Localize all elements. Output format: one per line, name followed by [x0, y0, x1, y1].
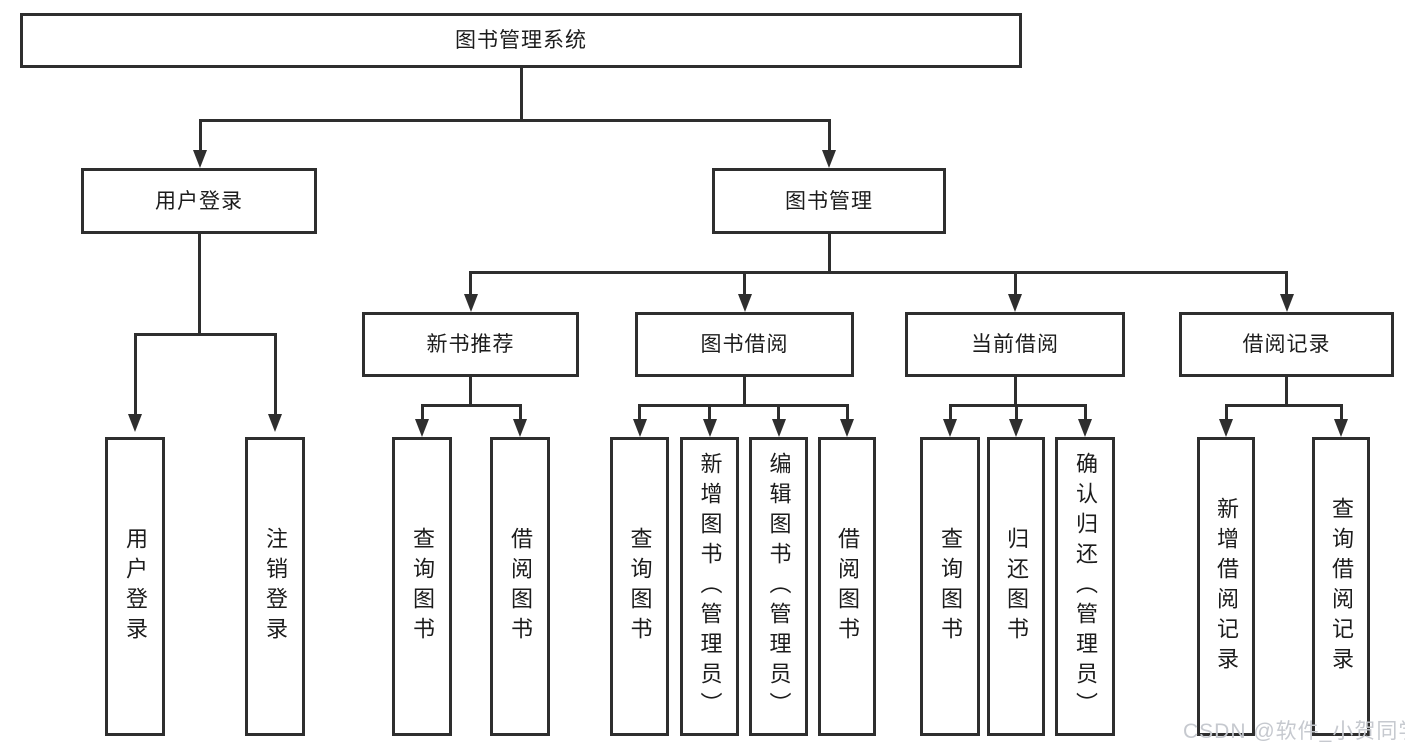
- arrowhead-icon: [702, 419, 717, 437]
- csdn-watermark: CSDN @软件_小贺同学: [1183, 720, 1405, 743]
- connector-l2-stub-left: [198, 119, 202, 152]
- connector-userlogin-stub-1: [133, 333, 137, 416]
- arrowhead-icon: [1334, 419, 1348, 437]
- connector-newbooks-stub-2: [518, 404, 522, 421]
- node-leaf-logout: 注销登录: [245, 437, 305, 736]
- arrowhead-icon: [193, 150, 207, 168]
- arrowhead-icon: [1279, 294, 1294, 312]
- connector-l2-stub-right: [827, 119, 831, 152]
- node-borrow-records-label: 借阅记录: [1242, 333, 1331, 356]
- arrowhead-icon: [128, 414, 142, 432]
- connector-currentborrow-stub-2: [1014, 404, 1018, 421]
- node-new-books: 新书推荐: [362, 312, 579, 377]
- node-leaf-currentborrow-return: 归还图书: [987, 437, 1045, 736]
- connector-bookborrow-stub-3: [777, 404, 780, 421]
- node-book-borrow-label: 图书借阅: [700, 333, 789, 356]
- node-root-label: 图书管理系统: [455, 29, 587, 52]
- connector-bookborrow-stem: [743, 377, 746, 407]
- connector-bookborrow-stub-4: [845, 404, 849, 421]
- node-leaf-bookborrow-add-label: 新增图书（管理员）: [697, 451, 723, 722]
- arrowhead-icon: [737, 294, 752, 312]
- node-current-borrow-label: 当前借阅: [971, 333, 1059, 356]
- node-leaf-borrowrecords-query: 查询借阅记录: [1312, 437, 1370, 736]
- node-leaf-currentborrow-confirm-label: 确认归还（管理员）: [1073, 451, 1098, 722]
- connector-bookborrow-spreader: [638, 404, 848, 407]
- node-user-login-label: 用户登录: [155, 189, 243, 213]
- connector-borrowrecords-stem: [1285, 377, 1288, 407]
- arrowhead-icon: [771, 419, 786, 437]
- connector-currentborrow-stem: [1013, 377, 1017, 407]
- arrowhead-icon: [822, 150, 836, 168]
- arrowhead-icon: [415, 419, 429, 437]
- connector-borrowrecords-stub-2: [1339, 404, 1343, 421]
- node-current-borrow: 当前借阅: [905, 312, 1125, 377]
- connector-l2-spreader: [198, 119, 831, 122]
- arrowhead-icon: [268, 414, 282, 432]
- node-leaf-currentborrow-confirm: 确认归还（管理员）: [1055, 437, 1115, 736]
- arrowhead-icon: [1009, 419, 1023, 437]
- node-leaf-bookborrow-query-label: 查询图书: [627, 526, 653, 647]
- connector-userlogin-stub-2: [273, 333, 277, 416]
- node-borrow-records: 借阅记录: [1179, 312, 1394, 377]
- node-leaf-newbooks-query: 查询图书: [392, 437, 452, 736]
- node-user-login: 用户登录: [81, 168, 317, 234]
- connector-currentborrow-stub-3: [1083, 404, 1087, 421]
- connector-bookborrow-stub-2: [708, 404, 711, 421]
- node-leaf-bookborrow-edit: 编辑图书（管理员）: [749, 437, 808, 736]
- node-leaf-bookborrow-add: 新增图书（管理员）: [680, 437, 739, 736]
- connector-l3-stub-1: [469, 271, 472, 296]
- arrowhead-icon: [1008, 294, 1022, 312]
- node-root: 图书管理系统: [20, 13, 1022, 68]
- connector-l3-stub-2: [743, 271, 746, 296]
- node-leaf-currentborrow-return-label: 归还图书: [1004, 526, 1029, 647]
- connector-l3-stub-3: [1013, 271, 1017, 296]
- connector-l3-stub-4: [1285, 271, 1288, 296]
- node-leaf-borrowrecords-query-label: 查询借阅记录: [1329, 496, 1354, 677]
- arrowhead-icon: [1219, 419, 1233, 437]
- connector-currentborrow-stub-1: [948, 404, 952, 421]
- node-book-mgmt-label: 图书管理: [785, 189, 873, 213]
- connector-newbooks-spreader: [420, 404, 522, 407]
- node-leaf-currentborrow-query: 查询图书: [920, 437, 980, 736]
- node-book-mgmt: 图书管理: [712, 168, 946, 234]
- arrowhead-icon: [513, 419, 527, 437]
- arrowhead-icon: [632, 419, 647, 437]
- node-leaf-user-login-label: 用户登录: [123, 526, 148, 647]
- connector-bookmgmt-stem: [827, 234, 831, 274]
- node-leaf-bookborrow-borrow-label: 借阅图书: [835, 526, 860, 647]
- node-leaf-borrowrecords-add-label: 新增借阅记录: [1214, 496, 1239, 677]
- arrowhead-icon: [463, 294, 478, 312]
- node-new-books-label: 新书推荐: [426, 333, 515, 356]
- node-leaf-currentborrow-query-label: 查询图书: [938, 526, 963, 647]
- node-leaf-newbooks-borrow-label: 借阅图书: [508, 526, 533, 647]
- node-leaf-borrowrecords-add: 新增借阅记录: [1197, 437, 1255, 736]
- arrowhead-icon: [1078, 419, 1092, 437]
- node-leaf-bookborrow-borrow: 借阅图书: [818, 437, 876, 736]
- connector-currentborrow-spreader: [948, 404, 1087, 407]
- node-leaf-bookborrow-edit-label: 编辑图书（管理员）: [766, 451, 792, 722]
- connector-newbooks-stem: [469, 377, 472, 407]
- node-leaf-newbooks-query-label: 查询图书: [410, 526, 435, 647]
- connector-userlogin-stem: [197, 234, 201, 333]
- node-leaf-newbooks-borrow: 借阅图书: [490, 437, 550, 736]
- connector-root-stem: [519, 68, 523, 120]
- connector-l3-spreader: [469, 271, 1288, 274]
- connector-newbooks-stub-1: [420, 404, 424, 421]
- arrowhead-icon: [943, 419, 957, 437]
- arrowhead-icon: [840, 419, 854, 437]
- node-leaf-logout-label: 注销登录: [263, 526, 288, 647]
- connector-borrowrecords-spreader: [1224, 404, 1343, 407]
- connector-borrowrecords-stub-1: [1224, 404, 1228, 421]
- node-book-borrow: 图书借阅: [635, 312, 854, 377]
- node-leaf-bookborrow-query: 查询图书: [610, 437, 669, 736]
- node-leaf-user-login: 用户登录: [105, 437, 165, 736]
- connector-userlogin-spreader: [133, 333, 277, 336]
- connector-bookborrow-stub-1: [638, 404, 641, 421]
